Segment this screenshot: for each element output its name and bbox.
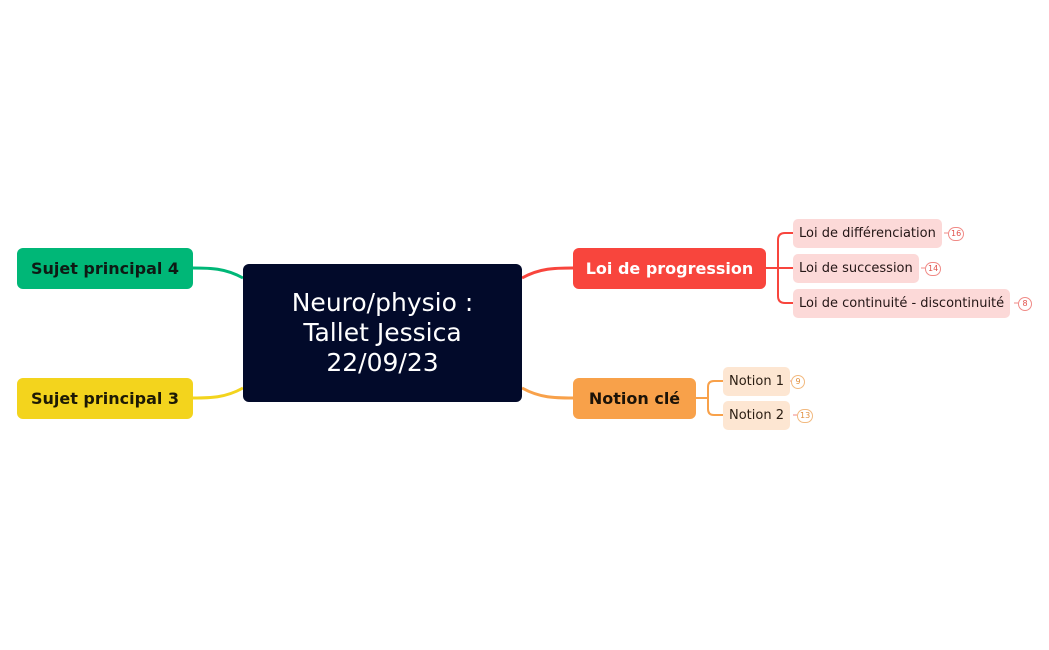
subtopic-loi-de-continuite[interactable]: Loi de continuité - discontinuité xyxy=(793,289,1011,318)
subtopic-count-badge[interactable]: 16 xyxy=(948,227,965,241)
topic-sujet-principal-3[interactable]: Sujet principal 3 xyxy=(17,378,193,419)
subtopic-loi-de-succession[interactable]: Loi de succession xyxy=(793,254,919,283)
central-topic-line-2: Tallet Jessica xyxy=(303,318,462,347)
central-topic-line-3: 22/09/23 xyxy=(326,348,439,377)
link-root-sujet3 xyxy=(192,386,244,400)
topic-label: Sujet principal 4 xyxy=(30,259,180,278)
subtopic-label: Notion 1 xyxy=(729,374,784,389)
link-loi-branch xyxy=(766,232,793,304)
subtopic-notion-2[interactable]: Notion 2 xyxy=(723,401,790,430)
topic-label: Notion clé xyxy=(588,389,681,408)
topic-notion-cle[interactable]: Notion clé xyxy=(573,378,696,419)
subtopic-count-badge[interactable]: 14 xyxy=(925,262,942,276)
subtopic-loi-de-differenciation[interactable]: Loi de différenciation xyxy=(793,219,942,248)
link-root-notion xyxy=(521,386,574,400)
subtopic-label: Loi de continuité - discontinuité xyxy=(799,296,1005,311)
central-topic[interactable]: Neuro/physio : Tallet Jessica 22/09/23 xyxy=(243,264,522,402)
link-root-sujet4 xyxy=(192,266,244,280)
topic-label: Loi de progression xyxy=(585,259,754,278)
subtopic-count-badge[interactable]: 13 xyxy=(797,409,814,423)
topic-loi-de-progression[interactable]: Loi de progression xyxy=(573,248,766,289)
central-topic-line-1: Neuro/physio : xyxy=(291,288,474,317)
topic-sujet-principal-4[interactable]: Sujet principal 4 xyxy=(17,248,193,289)
topic-label: Sujet principal 3 xyxy=(30,389,180,408)
subtopic-label: Loi de différenciation xyxy=(799,226,936,241)
subtopic-count-badge[interactable]: 9 xyxy=(791,375,805,389)
link-notion-branch xyxy=(696,380,723,416)
subtopic-count-badge[interactable]: 8 xyxy=(1018,297,1032,311)
subtopic-notion-1[interactable]: Notion 1 xyxy=(723,367,790,396)
badge-tick-lines xyxy=(787,232,1018,416)
subtopic-label: Notion 2 xyxy=(729,408,784,423)
link-root-loi xyxy=(521,266,574,280)
subtopic-label: Loi de succession xyxy=(799,261,913,276)
